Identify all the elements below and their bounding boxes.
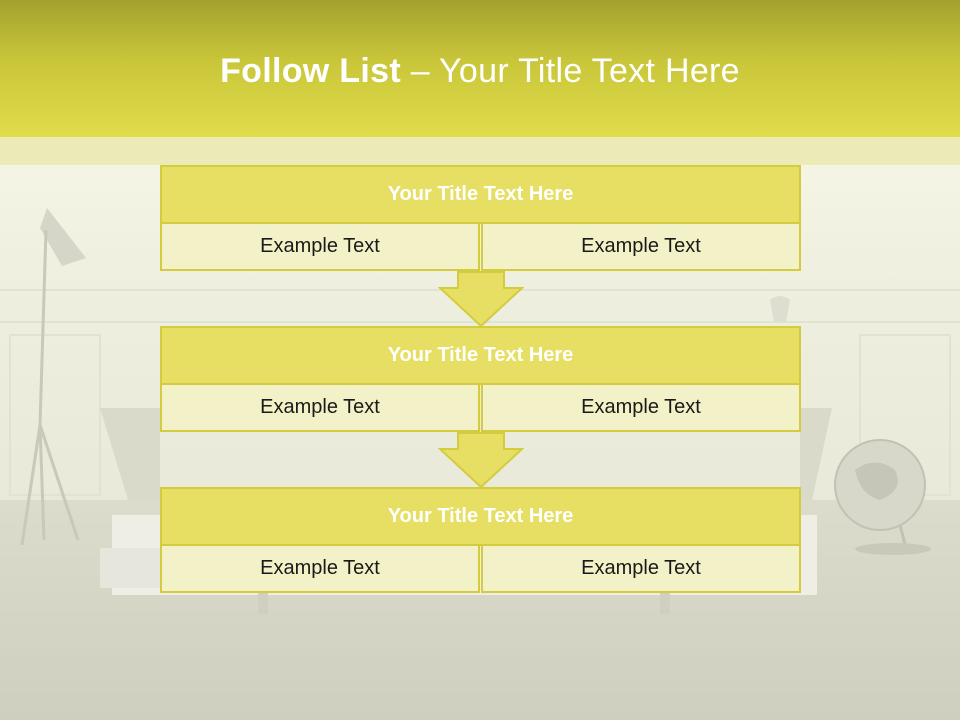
page-title-bold: Follow List bbox=[220, 52, 401, 90]
step-right-text: Example Text bbox=[481, 544, 801, 593]
step-left-text: Example Text bbox=[160, 383, 480, 432]
flow-step-3: Your Title Text Here Example Text Exampl… bbox=[160, 487, 801, 593]
flow-step-1: Your Title Text Here Example Text Exampl… bbox=[160, 165, 801, 271]
page-title: Follow List – Your Title Text Here bbox=[0, 52, 960, 91]
page-title-rest: – Your Title Text Here bbox=[400, 52, 740, 90]
header-accent-band bbox=[0, 137, 960, 165]
flow-step-2: Your Title Text Here Example Text Exampl… bbox=[160, 326, 801, 432]
step-right-text: Example Text bbox=[481, 222, 801, 271]
step-left-text: Example Text bbox=[160, 544, 480, 593]
globe bbox=[834, 439, 931, 555]
down-arrow-icon bbox=[438, 432, 524, 489]
step-left-text: Example Text bbox=[160, 222, 480, 271]
step-title: Your Title Text Here bbox=[160, 326, 801, 385]
header-bar: Follow List – Your Title Text Here bbox=[0, 0, 960, 137]
vase bbox=[770, 296, 790, 322]
down-arrow-icon bbox=[438, 271, 524, 328]
step-right-text: Example Text bbox=[481, 383, 801, 432]
step-title: Your Title Text Here bbox=[160, 487, 801, 546]
step-title: Your Title Text Here bbox=[160, 165, 801, 224]
floor-lamp bbox=[20, 208, 86, 546]
